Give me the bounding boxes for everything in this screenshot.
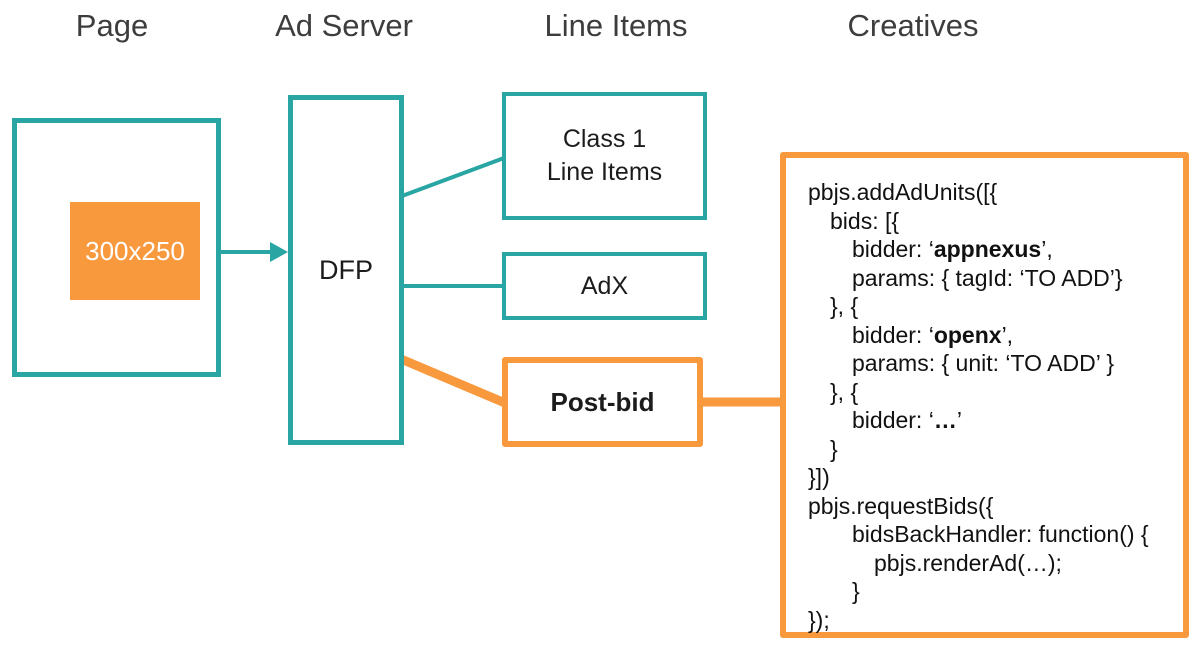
code-line: params: { tagId: ‘TO ADD’}: [852, 264, 1123, 291]
code-line: bidder: ‘…’: [852, 407, 962, 433]
connector-dfp-to-class1: [401, 156, 505, 198]
code-line: }: [830, 435, 838, 462]
code-lines: pbjs.addAdUnits([{bids: [{bidder: ‘appne…: [808, 178, 1173, 634]
class1-line-items-box: Class 1 Line Items: [502, 92, 707, 220]
adx-box: AdX: [502, 252, 707, 320]
column-header-creatives: Creatives: [847, 8, 979, 43]
code-line: });: [808, 606, 830, 633]
class1-label-line2: Line Items: [546, 158, 663, 186]
code-line: pbjs.requestBids({: [808, 492, 994, 519]
code-line: bidder: ‘openx’,: [852, 321, 1014, 348]
column-header-page: Page: [75, 8, 149, 43]
code-line: }, {: [830, 293, 859, 319]
code-line: bids: [{: [830, 207, 900, 234]
column-header-line-items: Line Items: [544, 8, 688, 43]
code-line: params: { unit: ‘TO ADD’ }: [852, 350, 1115, 376]
class1-label-line1: Class 1: [562, 125, 647, 153]
code-line: bidder: ‘appnexus’,: [852, 236, 1053, 262]
code-line: bidsBackHandler: function() {: [852, 521, 1149, 547]
arrowhead-icon: [270, 242, 288, 262]
code-line: }, {: [830, 378, 859, 405]
column-header-ad-server: Ad Server: [275, 8, 413, 43]
dfp-box: DFP: [288, 95, 404, 445]
ad-slot-box: 300x250: [70, 202, 200, 300]
code-line: pbjs.addAdUnits([{: [808, 179, 998, 205]
code-line: }: [852, 578, 860, 604]
creatives-code-box: pbjs.addAdUnits([{bids: [{bidder: ‘appne…: [780, 152, 1189, 638]
code-line: }]): [808, 464, 830, 490]
code-line: pbjs.renderAd(…);: [874, 549, 1062, 576]
post-bid-box: Post-bid: [502, 357, 703, 447]
connector-dfp-to-postbid: [399, 354, 507, 408]
